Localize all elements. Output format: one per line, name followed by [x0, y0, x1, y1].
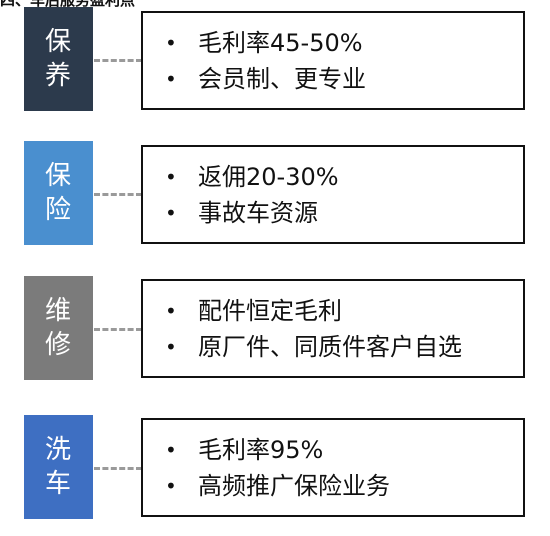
content-box-baoxian: • 返佣20-30% • 事故车资源 [141, 145, 525, 244]
dashed-connector [94, 193, 142, 196]
bullet-text: 毛利率45-50% [198, 28, 363, 57]
label-box-weixiu: 维 修 [24, 276, 93, 380]
bullet-dot-icon: • [165, 164, 177, 189]
content-box-weixiu: • 配件恒定毛利 • 原厂件、同质件客户自选 [141, 279, 525, 378]
label-char: 养 [44, 61, 72, 91]
bullet-item: • 原厂件、同质件客户自选 [165, 329, 523, 365]
bullet-text: 原厂件、同质件客户自选 [198, 332, 462, 361]
bullet-text: 返佣20-30% [198, 162, 339, 191]
content-box-xiche: • 毛利率95% • 高频推广保险业务 [141, 418, 525, 517]
bullet-text: 事故车资源 [198, 198, 318, 227]
bullet-item: • 毛利率45-50% [165, 25, 523, 61]
label-char: 维 [44, 296, 72, 326]
label-box-xiche: 洗 车 [24, 415, 93, 519]
label-box-baoyang: 保 养 [24, 7, 93, 111]
label-char: 险 [44, 195, 72, 225]
dashed-connector [94, 59, 142, 62]
dashed-connector [94, 467, 142, 470]
label-char: 保 [44, 161, 72, 191]
bullet-dot-icon: • [165, 334, 177, 359]
bullet-item: • 事故车资源 [165, 195, 523, 231]
label-char: 车 [44, 469, 72, 499]
bullet-dot-icon: • [165, 66, 177, 91]
label-char: 洗 [44, 435, 72, 465]
bullet-text: 高频推广保险业务 [198, 471, 390, 500]
bullet-item: • 毛利率95% [165, 432, 523, 468]
bullet-item: • 返佣20-30% [165, 159, 523, 195]
bullet-item: • 配件恒定毛利 [165, 293, 523, 329]
bullet-dot-icon: • [165, 298, 177, 323]
bullet-text: 配件恒定毛利 [198, 296, 342, 325]
content-box-baoyang: • 毛利率45-50% • 会员制、更专业 [141, 11, 525, 110]
bullet-dot-icon: • [165, 473, 177, 498]
label-char: 修 [44, 330, 72, 360]
bullet-item: • 会员制、更专业 [165, 61, 523, 97]
bullet-text: 会员制、更专业 [198, 64, 366, 93]
bullet-dot-icon: • [165, 437, 177, 462]
header-fragment: 四、车后服务盈利点 [0, 0, 136, 9]
label-char: 保 [44, 27, 72, 57]
bullet-dot-icon: • [165, 200, 177, 225]
bullet-text: 毛利率95% [198, 435, 324, 464]
bullet-item: • 高频推广保险业务 [165, 468, 523, 504]
bullet-dot-icon: • [165, 30, 177, 55]
label-box-baoxian: 保 险 [24, 141, 93, 245]
dashed-connector [94, 328, 142, 331]
